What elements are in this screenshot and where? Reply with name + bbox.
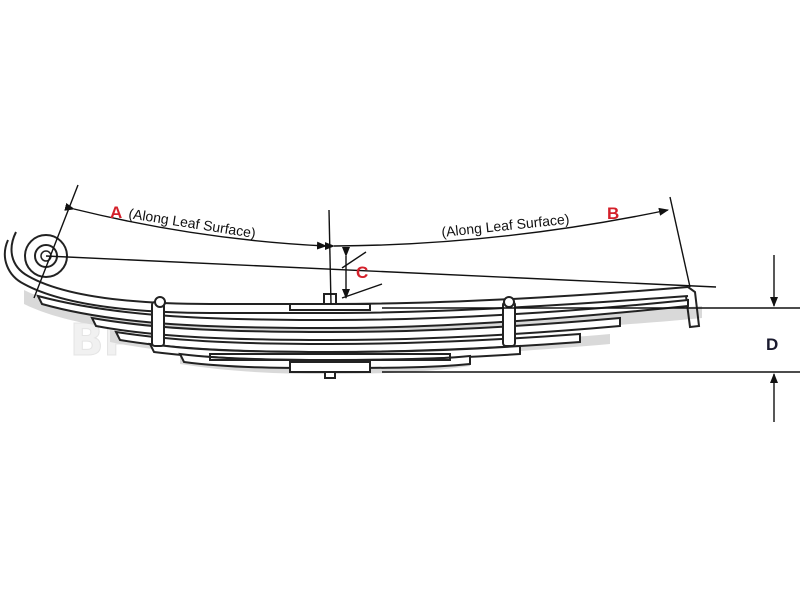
center-bolt [209, 293, 451, 379]
rebound-clip-left [151, 296, 166, 347]
main-leaf [3, 231, 701, 329]
leaf-3 [90, 316, 621, 342]
dimension-a-arc [64, 202, 327, 250]
dimension-b-arc [324, 207, 669, 251]
label-c: C [356, 263, 368, 282]
rebound-clip-right [502, 296, 516, 347]
label-b: B [607, 204, 619, 223]
leaf-2 [36, 294, 689, 330]
label-a-note: (Along Leaf Surface) [128, 205, 257, 241]
label-d: D [766, 335, 778, 354]
label-a: A [110, 203, 122, 222]
dimension-lines [33, 184, 800, 422]
graduated-leaves [36, 294, 689, 369]
reference-line [45, 255, 717, 288]
